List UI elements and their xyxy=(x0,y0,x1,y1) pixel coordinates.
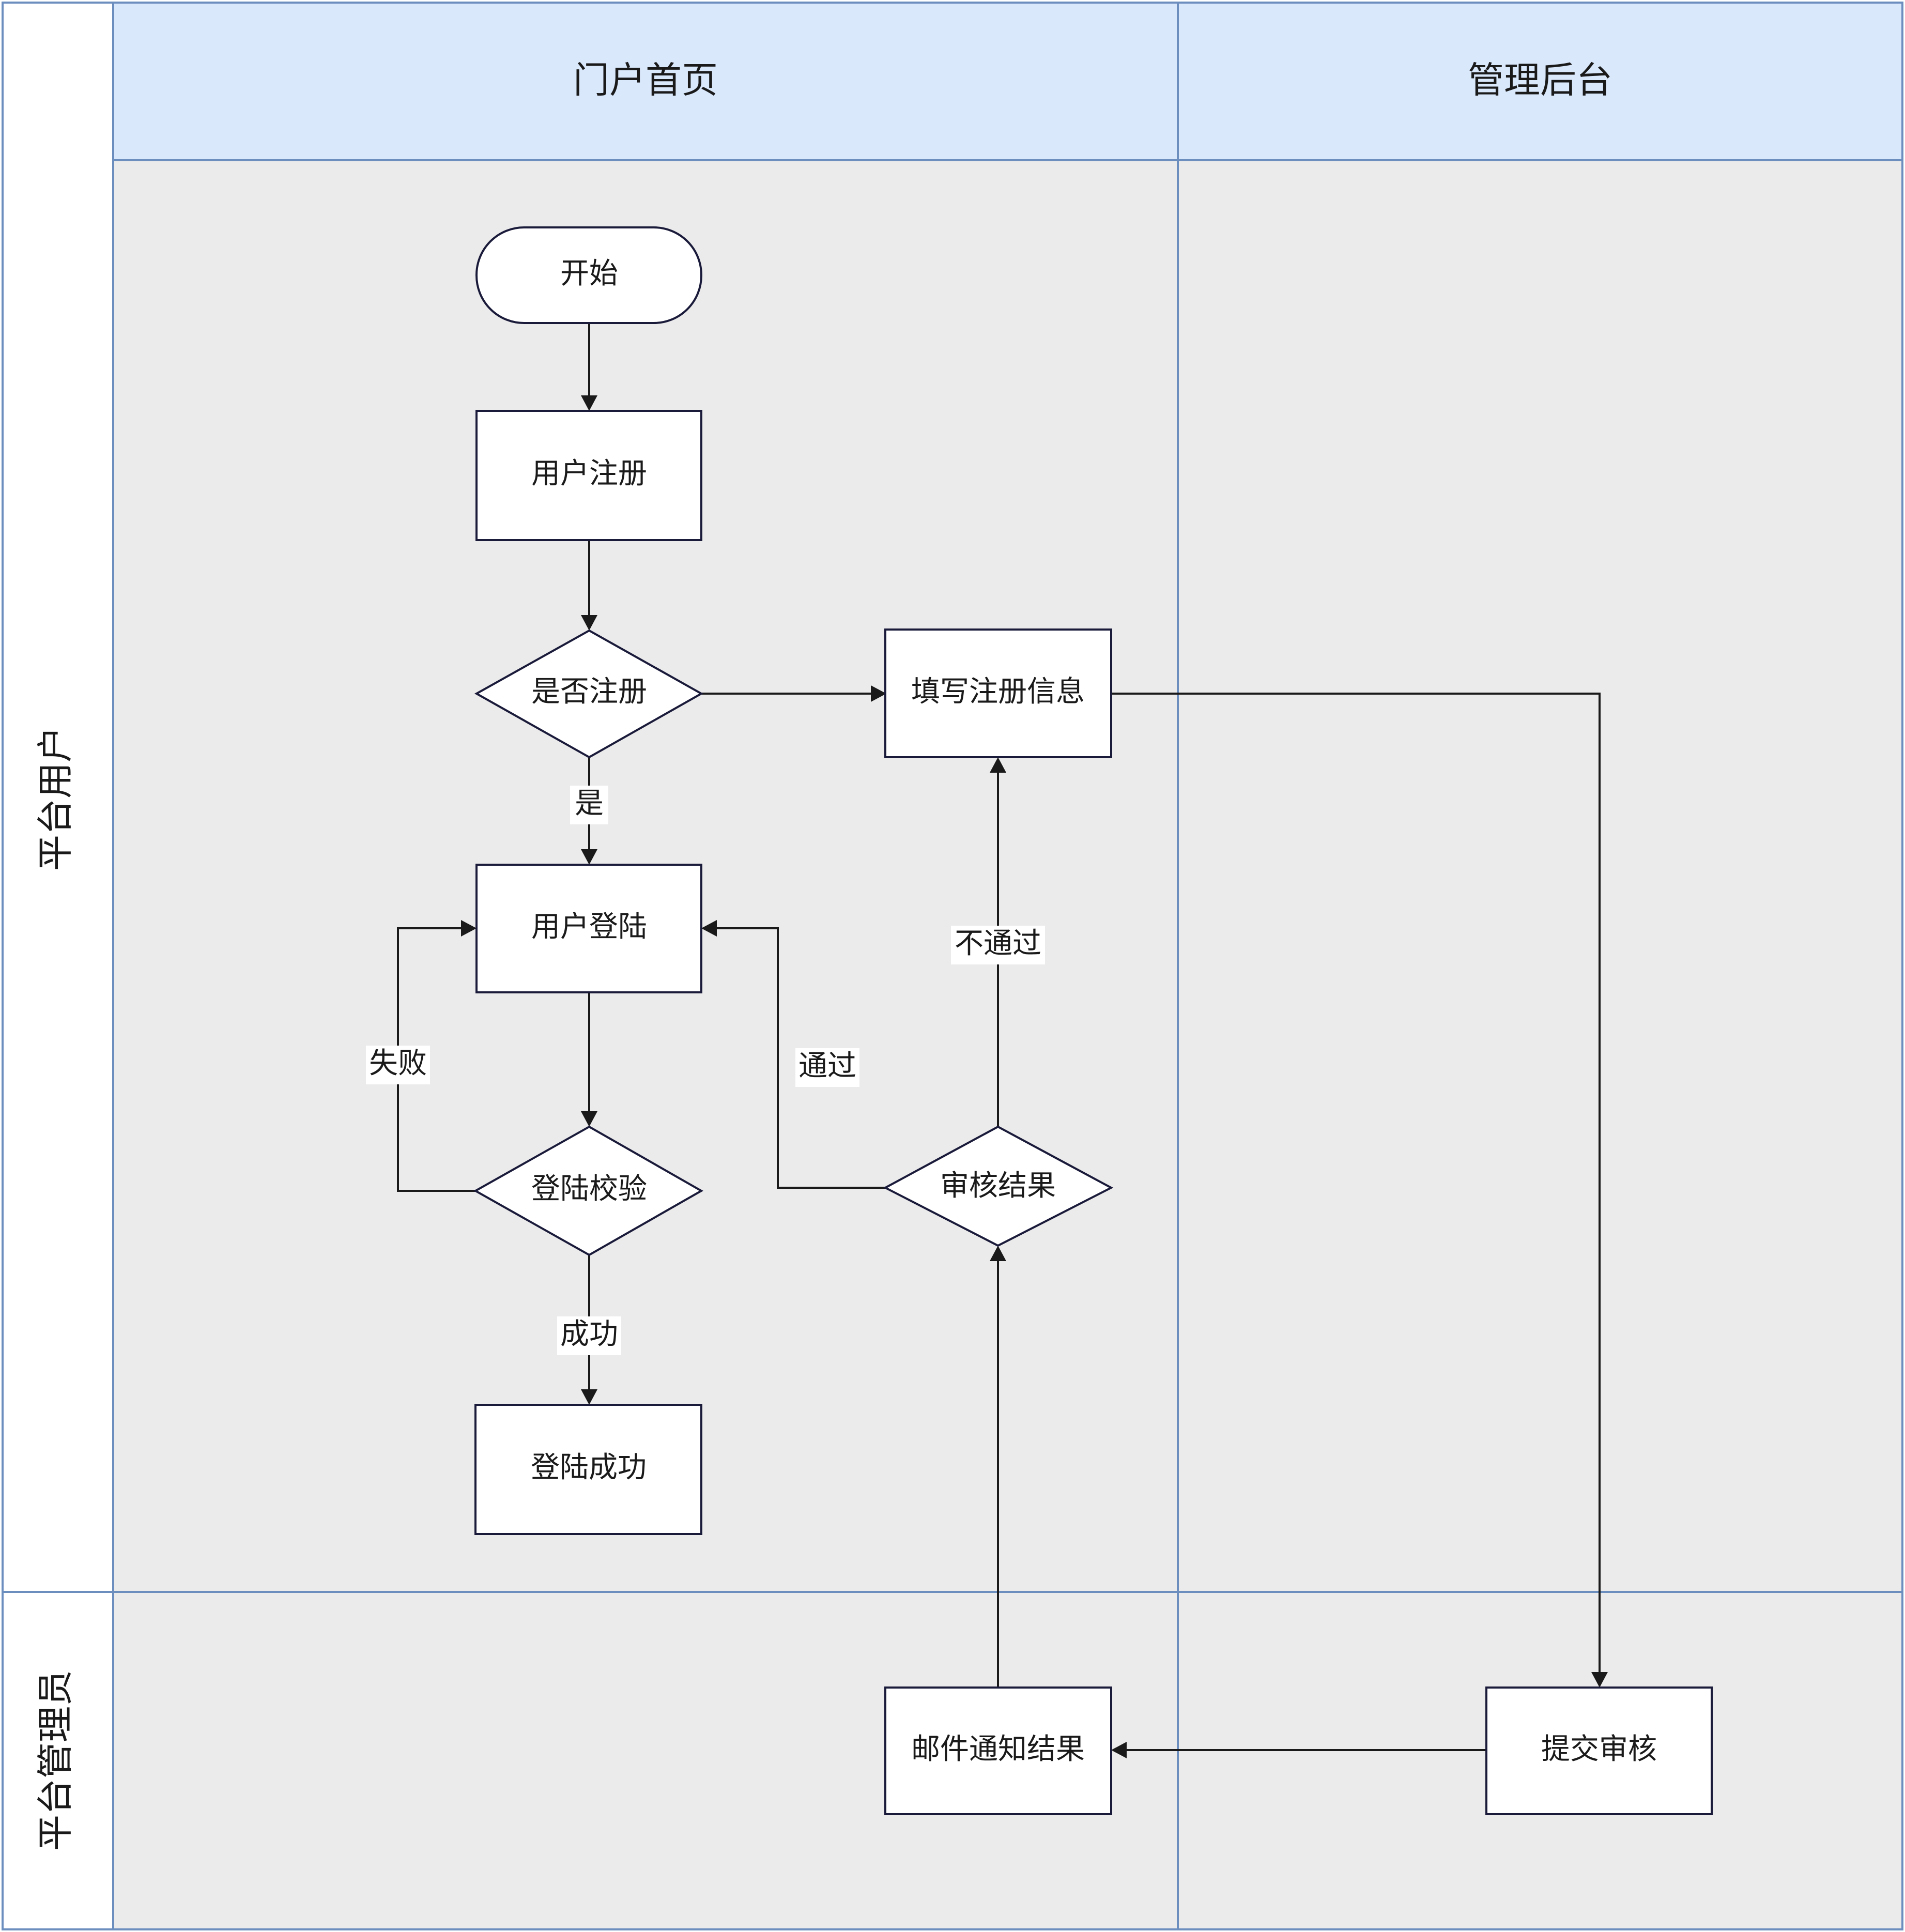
arrowhead xyxy=(871,685,886,702)
lane-label-platform-admin: 平台管理员 xyxy=(34,1670,76,1851)
arrowhead xyxy=(1111,1742,1127,1758)
arrowhead xyxy=(990,757,1006,773)
node-user-login-label: 用户登陆 xyxy=(531,910,647,944)
arrowhead xyxy=(461,920,477,937)
column-header-admin-backend: 管理后台 xyxy=(1468,59,1612,101)
node-fill-info: 填写注册信息 xyxy=(884,628,1112,758)
edge-fill-info-to-submit xyxy=(1111,693,1601,1675)
admin-column-header-bg xyxy=(1178,3,1902,160)
node-login-success: 登陆成功 xyxy=(474,1404,702,1535)
lane-label-platform-user: 平台用户 xyxy=(34,726,76,871)
node-login-check: 登陆校验 xyxy=(473,1125,704,1256)
node-user-login: 用户登陆 xyxy=(475,864,702,993)
arrowhead xyxy=(581,1111,597,1127)
lane-body-bg xyxy=(113,160,1902,1929)
node-start: 开始 xyxy=(475,226,702,324)
node-submit-review: 提交审核 xyxy=(1485,1686,1713,1815)
node-user-register-label: 用户注册 xyxy=(531,457,647,490)
node-is-registered: 是否注册 xyxy=(474,629,704,759)
edge-label-bg xyxy=(795,1048,859,1087)
edge-label-bg xyxy=(951,926,1045,964)
edge-label-success: 成功 xyxy=(560,1317,618,1351)
edge-label-yes: 是 xyxy=(575,787,604,820)
edge-label-bg xyxy=(570,786,608,824)
node-submit-review-label: 提交审核 xyxy=(1541,1732,1657,1766)
node-email-notify: 邮件通知结果 xyxy=(884,1686,1112,1815)
edge-label-fail: 失败 xyxy=(369,1047,427,1080)
edge-label-not-pass: 不通过 xyxy=(955,927,1041,960)
lane-label-column-bg xyxy=(3,3,113,1929)
node-is-registered-label: 是否注册 xyxy=(531,675,647,709)
portal-column-header-bg xyxy=(113,3,1178,160)
arrowhead xyxy=(701,920,717,937)
edge-review-pass-to-login xyxy=(716,927,885,1189)
arrowhead xyxy=(581,615,597,631)
edge-label-bg xyxy=(366,1046,430,1084)
node-fill-info-label: 填写注册信息 xyxy=(911,675,1085,709)
arrowhead xyxy=(581,849,597,865)
node-user-register: 用户注册 xyxy=(475,410,702,541)
arrowhead xyxy=(581,1389,597,1405)
column-header-portal: 门户首页 xyxy=(573,59,718,101)
edge-label-bg xyxy=(557,1316,621,1355)
node-login-check-label: 登陆校验 xyxy=(531,1172,647,1206)
edge-label-pass: 通过 xyxy=(798,1049,856,1083)
node-review-result-label: 审核结果 xyxy=(940,1169,1056,1203)
edge-labels: 是 失败 成功 通过 不通过 xyxy=(366,786,1045,1355)
node-login-success-label: 登陆成功 xyxy=(531,1451,647,1484)
arrowhead xyxy=(581,395,597,411)
arrowhead xyxy=(1591,1672,1608,1688)
arrowhead xyxy=(990,1246,1006,1261)
node-start-label: 开始 xyxy=(560,257,618,290)
node-review-result: 审核结果 xyxy=(883,1125,1114,1247)
node-email-notify-label: 邮件通知结果 xyxy=(911,1732,1085,1766)
